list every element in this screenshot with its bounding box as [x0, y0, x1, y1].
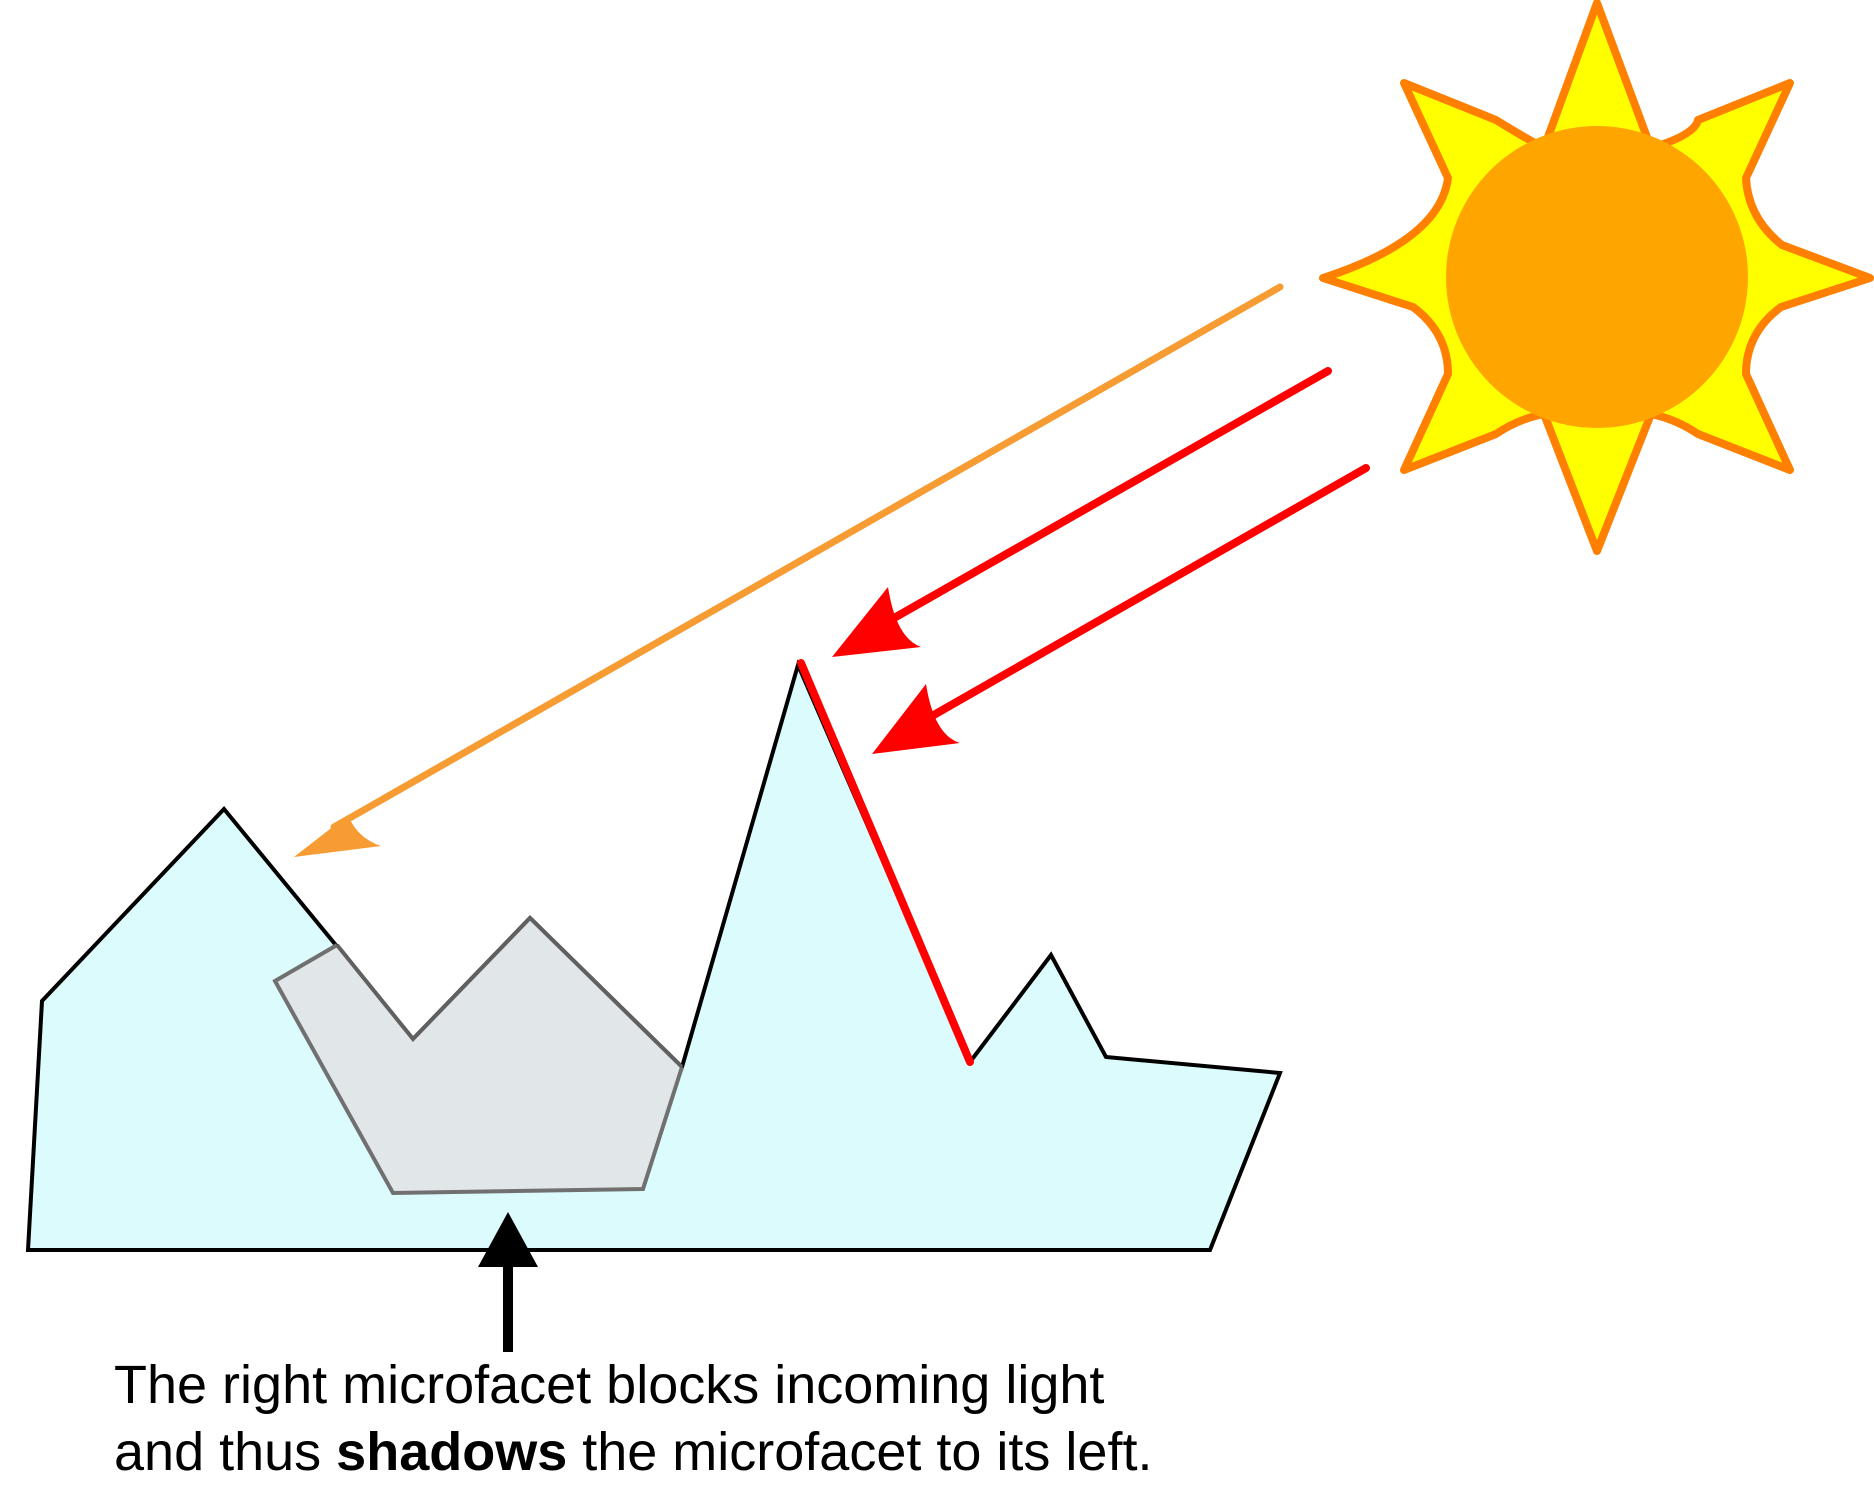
pointer-arrowhead	[478, 1212, 538, 1267]
shadow-boundary	[272, 943, 684, 1196]
blocking-microfacet	[797, 659, 974, 1066]
shadowed-light-ray	[294, 283, 1284, 857]
caption-line-2-end: the microfacet to its left.	[567, 1422, 1153, 1482]
caption-emphasis-shadows: shadows	[336, 1422, 568, 1482]
blocked-light-ray-lower-arrowhead	[872, 684, 960, 754]
shadowed-microfacet	[335, 915, 684, 1069]
shadowed-region	[275, 918, 682, 1193]
blocked-light-ray-upper-arrowhead	[832, 587, 921, 657]
shadowed-light-ray-arrowhead	[294, 815, 381, 857]
pointer-arrow	[478, 1212, 538, 1352]
blocked-light-ray-lower	[872, 464, 1370, 754]
microsurface	[25, 659, 1283, 1252]
caption-line-2: and thus shadows the microfacet to its l…	[114, 1419, 1152, 1486]
blocked-light-ray-upper	[832, 367, 1332, 657]
caption-line-1: The right microfacet blocks incoming lig…	[114, 1355, 1105, 1415]
sun-icon	[1319, 0, 1874, 555]
caption-line-2-start: and thus	[114, 1422, 337, 1482]
sun-core	[1446, 126, 1748, 428]
caption: The right microfacet blocks incoming lig…	[114, 1352, 1152, 1486]
